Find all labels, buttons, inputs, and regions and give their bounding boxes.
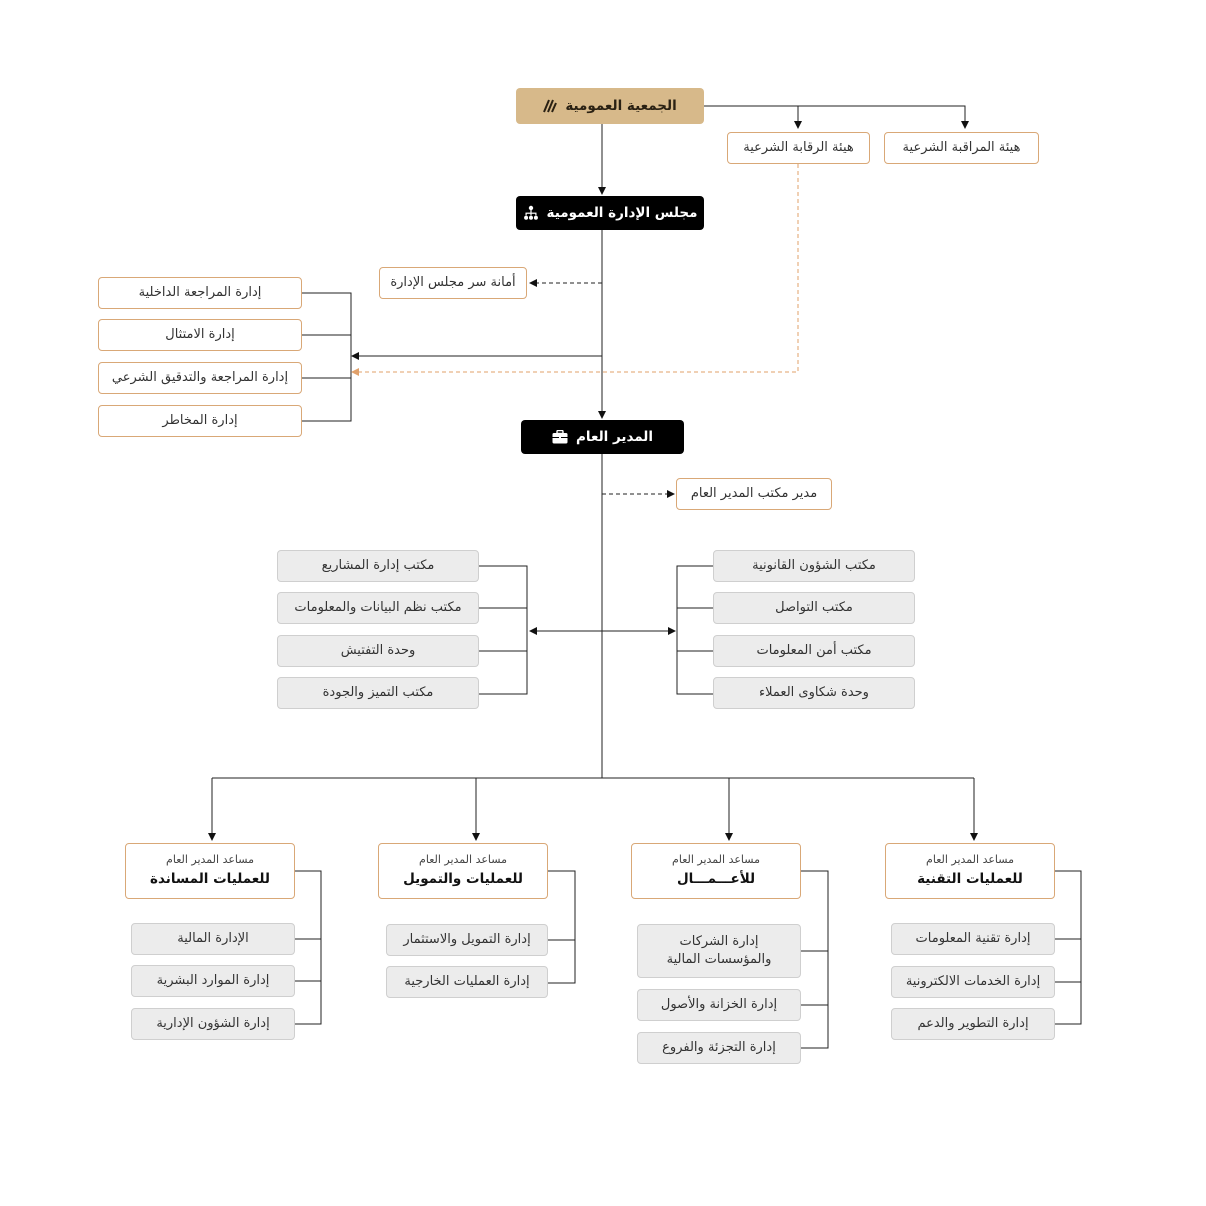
dept-label: إدارة الشؤون الإدارية bbox=[156, 1016, 270, 1032]
office-inspection[interactable]: وحدة التفتيش bbox=[277, 635, 479, 667]
assistant-operations-financing[interactable]: مساعد المدير العام للعمليات والتمويل bbox=[378, 843, 548, 899]
office-label: مكتب التواصل bbox=[775, 600, 853, 616]
committee-label: إدارة المراجعة الداخلية bbox=[138, 285, 262, 301]
assistant-subtitle: مساعد المدير العام bbox=[926, 853, 1014, 867]
committee-label: إدارة المخاطر bbox=[162, 413, 238, 429]
office-label: مكتب نظم البيانات والمعلومات bbox=[294, 600, 462, 616]
office-label: مكتب إدارة المشاريع bbox=[321, 558, 435, 574]
board-label: مجلس الإدارة العمومية bbox=[546, 204, 698, 221]
general-assembly-label: الجمعية العمومية bbox=[565, 97, 677, 114]
assistant-title: للعمليات والتمويل bbox=[403, 871, 523, 888]
brand-logo-icon bbox=[543, 99, 558, 113]
committee-label: إدارة الامتثال bbox=[165, 327, 235, 343]
ceo-office-manager-label: مدير مكتب المدير العام bbox=[690, 486, 818, 502]
office-label: مكتب أمن المعلومات bbox=[756, 643, 872, 659]
office-projects[interactable]: مكتب إدارة المشاريع bbox=[277, 550, 479, 582]
sharia-supervision-body-box[interactable]: هيئة المراقبة الشرعية bbox=[884, 132, 1039, 164]
org-hierarchy-icon bbox=[523, 205, 539, 221]
dept-electronic-services[interactable]: إدارة الخدمات الالكترونية bbox=[891, 966, 1055, 998]
assistant-subtitle: مساعد المدير العام bbox=[672, 853, 760, 867]
office-communication[interactable]: مكتب التواصل bbox=[713, 592, 915, 624]
dept-label: إدارة الشركات والمؤسسات المالية bbox=[666, 934, 772, 967]
dept-financing-investment[interactable]: إدارة التمويل والاستثمار bbox=[386, 924, 548, 956]
committee-internal-audit[interactable]: إدارة المراجعة الداخلية bbox=[98, 277, 302, 309]
dept-label: إدارة التطوير والدعم bbox=[917, 1016, 1029, 1032]
dept-label: إدارة الموارد البشرية bbox=[156, 973, 270, 989]
assistant-title: للأعـــمـــال bbox=[676, 871, 756, 888]
dept-label: الإدارة المالية bbox=[177, 931, 249, 947]
sharia-oversight-body-box[interactable]: هيئة الرقابة الشرعية bbox=[727, 132, 870, 164]
office-label: وحدة التفتيش bbox=[340, 643, 416, 659]
dept-development-support[interactable]: إدارة التطوير والدعم bbox=[891, 1008, 1055, 1040]
assistant-business[interactable]: مساعد المدير العام للأعـــمـــال bbox=[631, 843, 801, 899]
dept-label: إدارة الخزانة والأصول bbox=[660, 997, 778, 1013]
assistant-title: للعمليات المساندة bbox=[150, 871, 270, 888]
dept-label: إدارة تقنية المعلومات bbox=[915, 931, 1031, 947]
dept-corporate-financial-institutions[interactable]: إدارة الشركات والمؤسسات المالية bbox=[637, 924, 801, 978]
general-assembly-box[interactable]: الجمعية العمومية bbox=[516, 88, 704, 124]
dept-label: إدارة الخدمات الالكترونية bbox=[905, 974, 1041, 990]
dept-information-technology[interactable]: إدارة تقنية المعلومات bbox=[891, 923, 1055, 955]
committee-sharia-audit[interactable]: إدارة المراجعة والتدقيق الشرعي bbox=[98, 362, 302, 394]
office-label: مكتب الشؤون القانونية bbox=[752, 558, 876, 574]
sharia-supervision-body-label: هيئة المراقبة الشرعية bbox=[902, 140, 1021, 156]
dept-external-operations[interactable]: إدارة العمليات الخارجية bbox=[386, 966, 548, 998]
office-data-systems[interactable]: مكتب نظم البيانات والمعلومات bbox=[277, 592, 479, 624]
committee-label: إدارة المراجعة والتدقيق الشرعي bbox=[111, 370, 289, 386]
board-box[interactable]: مجلس الإدارة العمومية bbox=[516, 196, 704, 230]
dept-label: إدارة التجزئة والفروع bbox=[662, 1040, 776, 1056]
dept-retail-branches[interactable]: إدارة التجزئة والفروع bbox=[637, 1032, 801, 1064]
office-info-security[interactable]: مكتب أمن المعلومات bbox=[713, 635, 915, 667]
assistant-support-operations[interactable]: مساعد المدير العام للعمليات المساندة bbox=[125, 843, 295, 899]
ceo-box[interactable]: المدير العام bbox=[521, 420, 684, 454]
dept-administrative-affairs[interactable]: إدارة الشؤون الإدارية bbox=[131, 1008, 295, 1040]
board-secretariat-box[interactable]: أمانة سر مجلس الإدارة bbox=[379, 267, 527, 299]
assistant-subtitle: مساعد المدير العام bbox=[419, 853, 507, 867]
assistant-title: للعمليات التقنية bbox=[917, 871, 1023, 888]
office-label: مكتب التميز والجودة bbox=[322, 685, 434, 701]
assistant-subtitle: مساعد المدير العام bbox=[166, 853, 254, 867]
ceo-label: المدير العام bbox=[576, 428, 653, 445]
committee-compliance[interactable]: إدارة الامتثال bbox=[98, 319, 302, 351]
briefcase-icon bbox=[552, 430, 568, 444]
dept-label: إدارة العمليات الخارجية bbox=[404, 974, 530, 990]
dept-label: إدارة التمويل والاستثمار bbox=[403, 932, 531, 948]
office-legal[interactable]: مكتب الشؤون القانونية bbox=[713, 550, 915, 582]
office-label: وحدة شكاوى العملاء bbox=[759, 685, 869, 701]
board-secretariat-label: أمانة سر مجلس الإدارة bbox=[390, 275, 516, 291]
dept-human-resources[interactable]: إدارة الموارد البشرية bbox=[131, 965, 295, 997]
dept-finance[interactable]: الإدارة المالية bbox=[131, 923, 295, 955]
ceo-office-manager-box[interactable]: مدير مكتب المدير العام bbox=[676, 478, 832, 510]
committee-risk[interactable]: إدارة المخاطر bbox=[98, 405, 302, 437]
office-customer-complaints[interactable]: وحدة شكاوى العملاء bbox=[713, 677, 915, 709]
sharia-oversight-body-label: هيئة الرقابة الشرعية bbox=[743, 140, 854, 156]
assistant-technical-operations[interactable]: مساعد المدير العام للعمليات التقنية bbox=[885, 843, 1055, 899]
office-excellence-quality[interactable]: مكتب التميز والجودة bbox=[277, 677, 479, 709]
dept-treasury-assets[interactable]: إدارة الخزانة والأصول bbox=[637, 989, 801, 1021]
